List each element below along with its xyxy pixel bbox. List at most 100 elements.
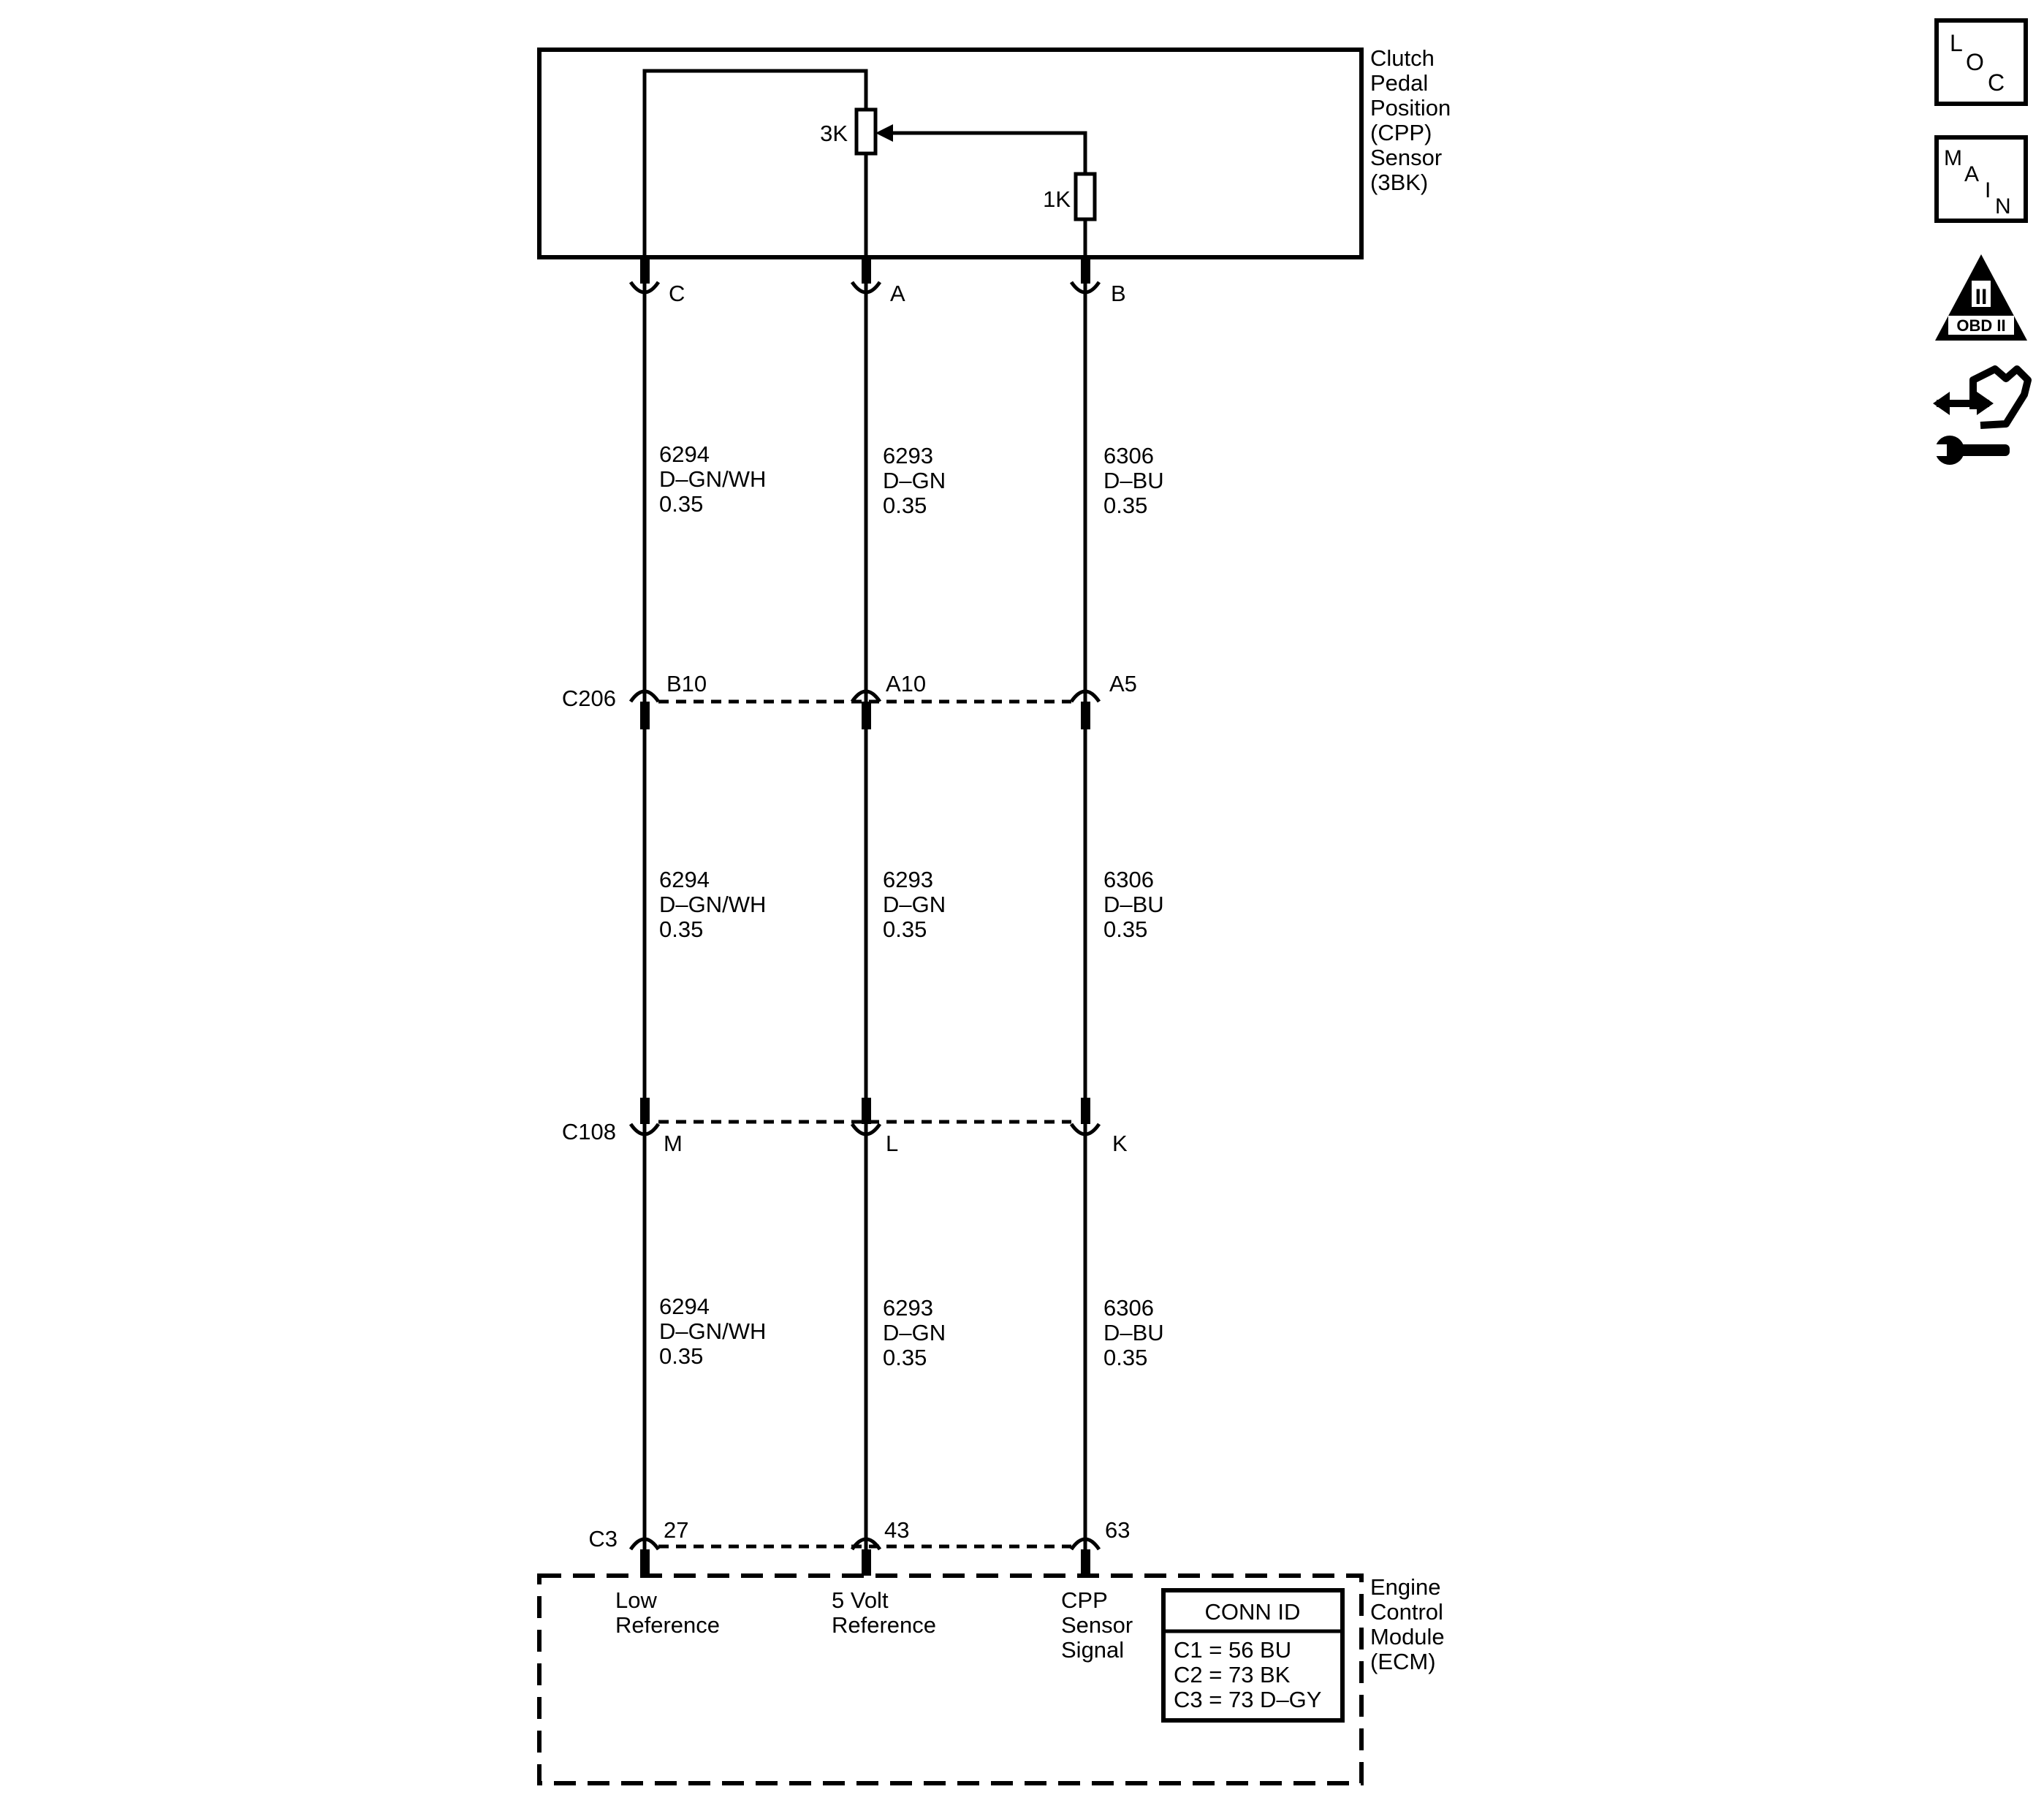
svg-text:6293: 6293 — [883, 1295, 933, 1321]
svg-text:0.35: 0.35 — [659, 916, 703, 942]
svg-text:D–GN: D–GN — [883, 468, 946, 493]
svg-text:Sensor: Sensor — [1061, 1612, 1133, 1638]
svg-text:L: L — [1950, 30, 1963, 56]
connector-names: C206 C108 C3 — [562, 686, 618, 1552]
svg-text:D–GN/WH: D–GN/WH — [659, 466, 766, 492]
obd-ii-icon[interactable]: II OBD II — [1935, 254, 2027, 341]
wire-label-6294-seg1: 6294 D–GN/WH 0.35 — [659, 441, 766, 517]
svg-text:Reference: Reference — [615, 1612, 720, 1638]
svg-text:I: I — [1985, 178, 1991, 202]
connector-c3: C3 — [588, 1526, 618, 1552]
wire-label-6293-seg1: 6293 D–GN 0.35 — [883, 443, 946, 518]
conn-id-table: CONN ID C1 = 56 BU C2 = 73 BK C3 = 73 D–… — [1161, 1588, 1345, 1723]
svg-text:Low: Low — [615, 1587, 657, 1613]
svg-text:0.35: 0.35 — [883, 1345, 927, 1370]
svg-text:D–GN: D–GN — [883, 892, 946, 917]
c206-pin-a5: A5 — [1109, 671, 1137, 696]
svg-text:D–BU: D–BU — [1103, 892, 1164, 917]
svg-text:6306: 6306 — [1103, 443, 1154, 468]
svg-text:D–GN: D–GN — [883, 1320, 946, 1345]
c3-pin-27: 27 — [664, 1517, 688, 1543]
svg-text:6293: 6293 — [883, 443, 933, 468]
svg-text:Pedal: Pedal — [1370, 70, 1428, 96]
svg-text:6294: 6294 — [659, 1294, 710, 1319]
svg-text:Module: Module — [1370, 1624, 1445, 1649]
pin-stubs — [640, 257, 1090, 1576]
svg-text:6306: 6306 — [1103, 867, 1154, 892]
cpp-sensor-box — [537, 48, 1364, 259]
repair-hand-wrench-icon[interactable] — [1933, 365, 2032, 465]
svg-text:A: A — [1964, 162, 1979, 186]
svg-text:II: II — [1975, 285, 1988, 309]
function-cpp-signal: CPP Sensor Signal — [1061, 1587, 1133, 1663]
conn-id-row-c2: C2 = 73 BK — [1174, 1662, 1291, 1687]
resistor-3k — [854, 107, 878, 156]
svg-text:D–BU: D–BU — [1103, 1320, 1164, 1345]
wire-label-6306-seg3: 6306 D–BU 0.35 — [1103, 1295, 1164, 1370]
wires — [642, 257, 1087, 1557]
wire-label-6306-seg2: 6306 D–BU 0.35 — [1103, 867, 1164, 942]
conn-id-row-c3: C3 = 73 D–GY — [1174, 1687, 1321, 1712]
c206-pin-b10: B10 — [666, 671, 707, 696]
c108-pin-l: L — [886, 1131, 898, 1156]
svg-text:D–GN/WH: D–GN/WH — [659, 1318, 766, 1344]
wire-label-6294-seg2: 6294 D–GN/WH 0.35 — [659, 867, 766, 942]
conn-id-row-c1: C1 = 56 BU — [1174, 1637, 1291, 1663]
ecm-box — [537, 1573, 1364, 1785]
sensor-name: Clutch Pedal Position (CPP) Sensor (3BK) — [1370, 45, 1451, 195]
svg-text:6306: 6306 — [1103, 1295, 1154, 1321]
main-icon[interactable]: M A I N — [1934, 135, 2028, 223]
svg-text:N: N — [1995, 194, 2011, 219]
svg-text:Signal: Signal — [1061, 1637, 1124, 1663]
resistor-1k-label: 1K — [1043, 186, 1071, 212]
connector-c206: C206 — [562, 686, 616, 711]
wire-label-6306-seg1: 6306 D–BU 0.35 — [1103, 443, 1164, 518]
svg-text:6294: 6294 — [659, 441, 710, 467]
svg-text:Position: Position — [1370, 95, 1451, 121]
ecm: Low Reference 5 Volt Reference CPP Senso… — [537, 1573, 1445, 1785]
sensor-pin-b: B — [1111, 281, 1126, 306]
svg-text:OBD II: OBD II — [1956, 316, 2005, 335]
svg-text:D–BU: D–BU — [1103, 468, 1164, 493]
svg-text:M: M — [1944, 146, 1962, 170]
svg-text:6294: 6294 — [659, 867, 710, 892]
function-5v-reference: 5 Volt Reference — [832, 1587, 936, 1638]
svg-text:D–GN/WH: D–GN/WH — [659, 892, 766, 917]
sensor-internal-wiring — [642, 69, 1087, 257]
svg-text:C: C — [1988, 69, 2005, 96]
c3-pin-43: 43 — [884, 1517, 909, 1543]
svg-text:Reference: Reference — [832, 1612, 936, 1638]
svg-text:5 Volt: 5 Volt — [832, 1587, 889, 1613]
sensor-pin-a: A — [890, 281, 905, 306]
svg-text:(CPP): (CPP) — [1370, 120, 1432, 145]
resistor-1k — [1074, 172, 1097, 221]
conn-id-title: CONN ID — [1205, 1599, 1301, 1625]
pin-labels: C A B B10 A10 A5 M L K 27 43 63 — [664, 281, 1137, 1543]
svg-text:Control: Control — [1370, 1599, 1443, 1625]
ecm-functions: Low Reference 5 Volt Reference CPP Senso… — [615, 1587, 1133, 1663]
svg-text:0.35: 0.35 — [1103, 916, 1147, 942]
resistor-3k-label: 3K — [820, 121, 848, 146]
cpp-sensor: 3K 1K Clutch Pedal Position (CPP) Sensor… — [537, 45, 1451, 259]
c206-pin-a10: A10 — [886, 671, 926, 696]
svg-text:0.35: 0.35 — [1103, 1345, 1147, 1370]
loc-icon[interactable]: L O C — [1934, 18, 2028, 106]
wire-label-6293-seg2: 6293 D–GN 0.35 — [883, 867, 946, 942]
svg-text:O: O — [1966, 49, 1984, 75]
svg-text:CPP: CPP — [1061, 1587, 1108, 1613]
wire-labels: 6294 D–GN/WH 0.35 6293 D–GN 0.35 6306 D–… — [659, 441, 1164, 1370]
svg-text:Sensor: Sensor — [1370, 145, 1442, 170]
c108-pin-m: M — [664, 1131, 683, 1156]
sensor-pin-c: C — [669, 281, 685, 306]
svg-text:0.35: 0.35 — [659, 491, 703, 517]
svg-text:0.35: 0.35 — [883, 493, 927, 518]
c108-pin-k: K — [1112, 1131, 1128, 1156]
svg-text:0.35: 0.35 — [883, 916, 927, 942]
ecm-name: Engine Control Module (ECM) — [1370, 1574, 1445, 1674]
connector-symbols — [628, 281, 1101, 1551]
wiper-arrow — [875, 124, 893, 142]
svg-text:(3BK): (3BK) — [1370, 170, 1428, 195]
svg-text:Clutch: Clutch — [1370, 45, 1435, 71]
connector-c108: C108 — [562, 1119, 616, 1144]
